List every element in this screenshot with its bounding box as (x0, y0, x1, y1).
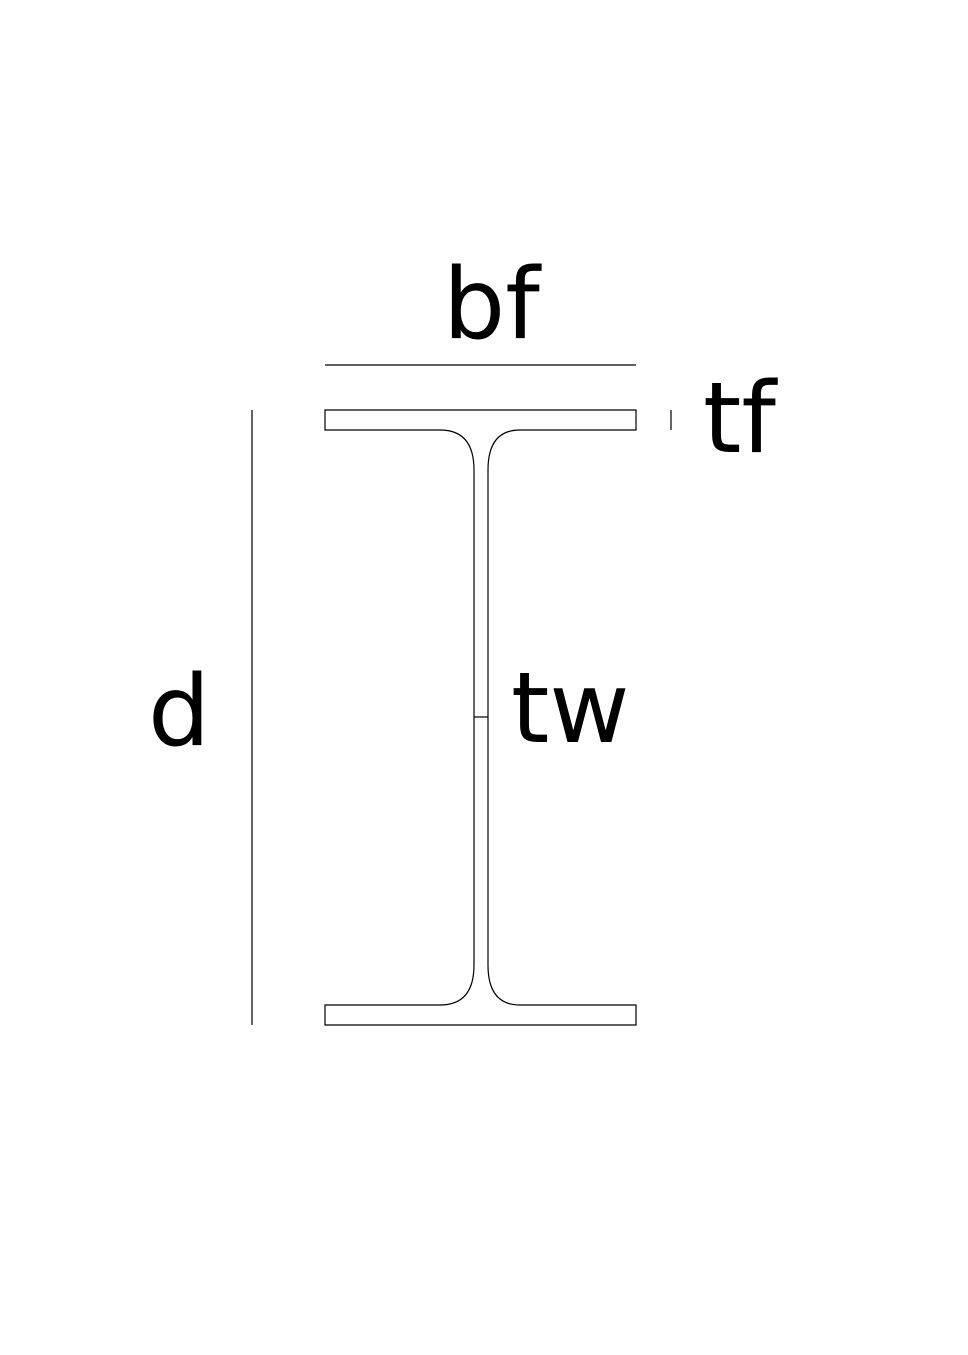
d-label: d (148, 655, 210, 769)
i-beam-section (324, 409, 637, 1026)
tf-label: tf (703, 362, 778, 476)
tw-label: tw (511, 652, 630, 766)
bf-label: bf (443, 248, 542, 362)
